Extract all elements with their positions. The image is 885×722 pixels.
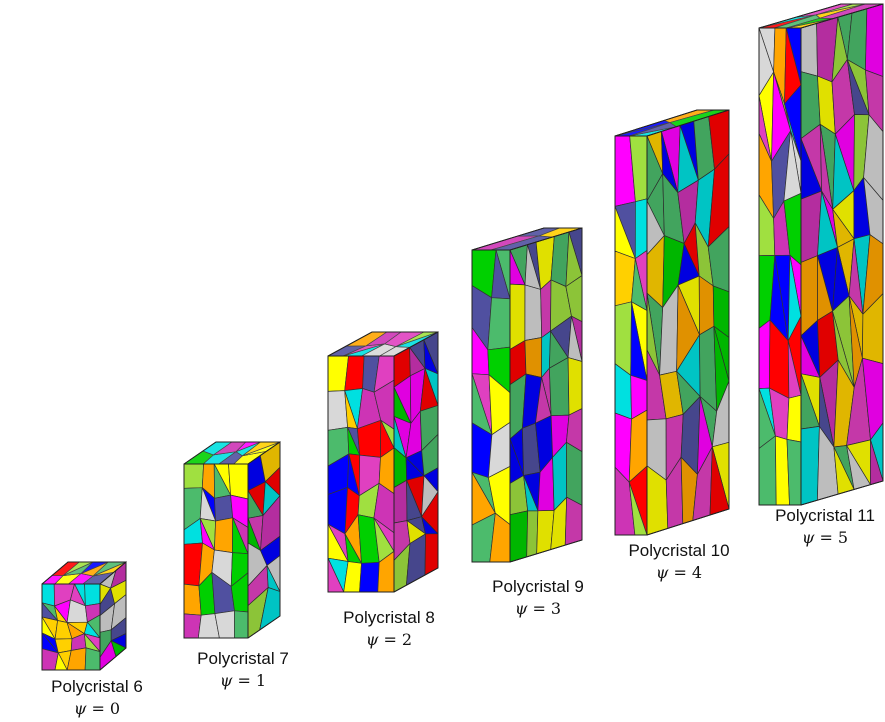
caption-polycristal-8: Polycristal 8 ψ=2	[304, 607, 474, 651]
psi-value: 4	[691, 563, 703, 582]
side-shade	[646, 109, 730, 536]
psi-symbol: ψ	[219, 671, 233, 690]
psi-value: 2	[401, 630, 413, 649]
caption-polycristal-9: Polycristal 9 ψ=3	[453, 576, 623, 620]
front-face-grain	[758, 319, 771, 389]
prism-polycristal-11	[758, 3, 884, 506]
prism-outline	[327, 331, 439, 593]
caption-parameter: ψ=1	[158, 670, 328, 692]
caption-polycristal-11: Polycristal 11 ψ=5	[740, 505, 885, 549]
caption-parameter: ψ=3	[453, 598, 623, 620]
psi-value: 0	[109, 699, 121, 718]
caption-parameter: ψ=4	[594, 562, 764, 584]
front-face-grain	[214, 494, 234, 522]
front-face-grain	[84, 583, 101, 607]
front-face-grain	[183, 463, 204, 489]
prism-outline	[471, 227, 583, 563]
front-face-grain	[359, 561, 380, 593]
caption-parameter: ψ=5	[740, 527, 885, 549]
side-shade	[393, 331, 439, 593]
psi-symbol: ψ	[655, 563, 669, 582]
equals-sign: =	[819, 528, 833, 547]
caption-name: Polycristal 10	[628, 541, 730, 560]
psi-value: 1	[255, 671, 267, 690]
equals-sign: =	[383, 630, 397, 649]
side-shade	[800, 3, 884, 506]
caption-name: Polycristal 8	[343, 608, 435, 627]
caption-parameter: ψ=2	[304, 629, 474, 651]
front-face-grain	[228, 463, 249, 500]
front-face-grain	[234, 610, 249, 639]
caption-name: Polycristal 7	[197, 649, 289, 668]
prism-outline	[41, 560, 127, 671]
caption-name: Polycristal 6	[51, 677, 143, 696]
psi-value: 3	[550, 599, 562, 618]
prism-polycristal-8	[327, 331, 439, 593]
side-shade	[247, 441, 281, 639]
front-face-grain	[614, 301, 632, 376]
psi-symbol: ψ	[365, 630, 379, 649]
caption-polycristal-6: Polycristal 6 ψ=0	[12, 676, 182, 720]
prism-polycristal-9	[471, 227, 583, 563]
front-face-grain	[84, 647, 101, 671]
prism-polycristal-10	[614, 109, 730, 536]
front-face-grain	[183, 583, 202, 616]
front-face-grain	[786, 394, 802, 443]
caption-polycristal-7: Polycristal 7 ψ=1	[158, 648, 328, 692]
prism-polycristal-6	[41, 560, 127, 671]
prism-outline	[183, 441, 281, 639]
caption-parameter: ψ=0	[12, 698, 182, 720]
front-face-grain	[786, 439, 802, 506]
caption-polycristal-10: Polycristal 10 ψ=4	[594, 540, 764, 584]
front-face-grain	[758, 435, 777, 506]
prism-outline	[614, 109, 730, 536]
side-shade	[509, 227, 583, 563]
equals-sign: =	[532, 599, 546, 618]
psi-symbol: ψ	[514, 599, 528, 618]
front-face-grain	[41, 583, 55, 607]
equals-sign: =	[237, 671, 251, 690]
front-face-grain	[214, 517, 234, 553]
front-face-grain	[634, 198, 648, 259]
caption-name: Polycristal 9	[492, 577, 584, 596]
equals-sign: =	[91, 699, 105, 718]
psi-symbol: ψ	[73, 699, 87, 718]
prism-polycristal-7	[183, 441, 281, 639]
front-face-grain	[487, 297, 511, 351]
front-face-grain	[344, 355, 365, 391]
front-face-grain	[327, 390, 348, 431]
caption-name: Polycristal 11	[775, 506, 875, 525]
equals-sign: =	[673, 563, 687, 582]
psi-symbol: ψ	[801, 528, 815, 547]
prism-outline	[758, 3, 884, 506]
prism-group	[41, 3, 884, 671]
psi-value: 5	[837, 528, 849, 547]
